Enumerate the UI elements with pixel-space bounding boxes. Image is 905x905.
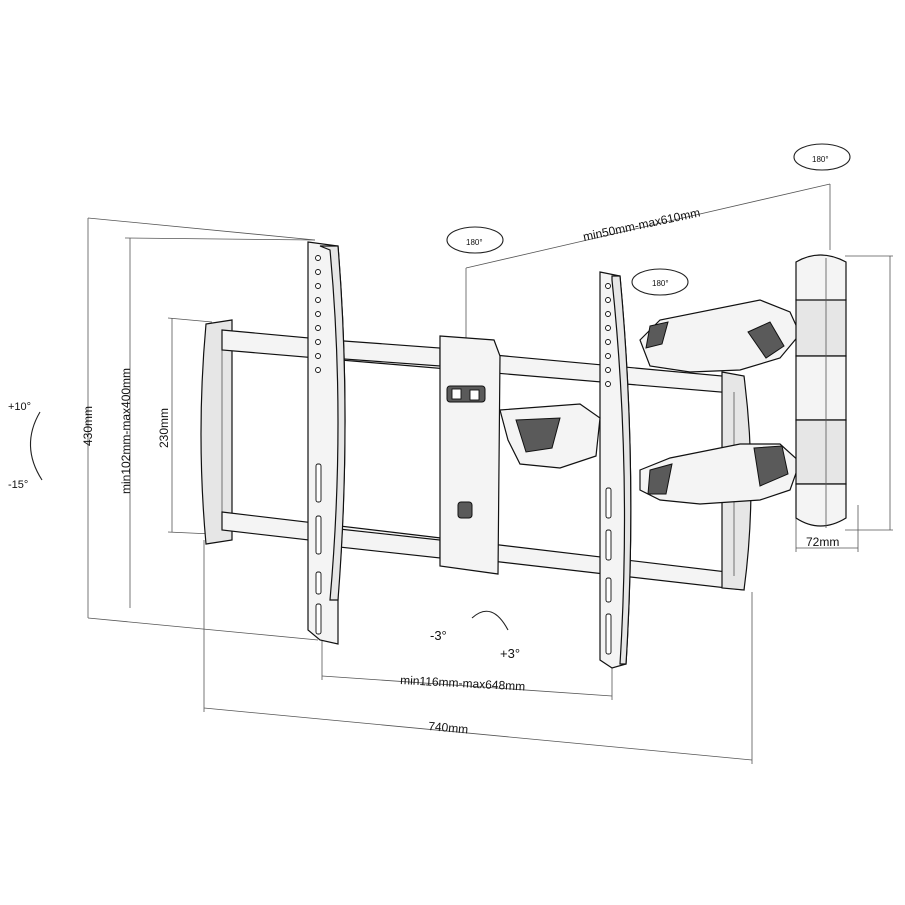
swing-arms <box>499 299 801 505</box>
label-width-range: min116mm-max648mm <box>400 673 526 694</box>
label-height-430: 430mm <box>81 406 95 446</box>
rotation-labels: 180° 180° 180° +10° -15° -3° +3° <box>8 155 829 661</box>
label-width-740: 740mm <box>428 719 469 736</box>
right-vertical-bracket <box>599 271 632 669</box>
left-vertical-bracket <box>307 241 346 645</box>
label-height-range: min102mm-max400mm <box>119 368 133 494</box>
label-tilt-down: -15° <box>8 479 28 491</box>
dimension-lines <box>87 183 893 764</box>
center-block <box>439 335 501 575</box>
label-height-230: 230mm <box>157 408 171 448</box>
label-plate-height: 292mm <box>903 370 905 410</box>
left-bracket-holes <box>315 255 322 635</box>
right-bracket-holes <box>605 283 612 655</box>
label-depth-range: min50mm-max610mm <box>582 205 702 244</box>
rotation-indicators <box>29 143 851 631</box>
label-level-minus: -3° <box>430 628 447 643</box>
label-pivot-arm-left: 180° <box>466 238 483 247</box>
label-pivot-arm-right: 180° <box>652 279 669 288</box>
wall-plate <box>795 254 847 528</box>
left-frame <box>200 319 233 545</box>
label-pivot-top: 180° <box>812 155 829 164</box>
label-tilt-up: +10° <box>8 401 31 413</box>
label-level-plus: +3° <box>500 646 520 661</box>
label-plate-width: 72mm <box>806 535 839 549</box>
